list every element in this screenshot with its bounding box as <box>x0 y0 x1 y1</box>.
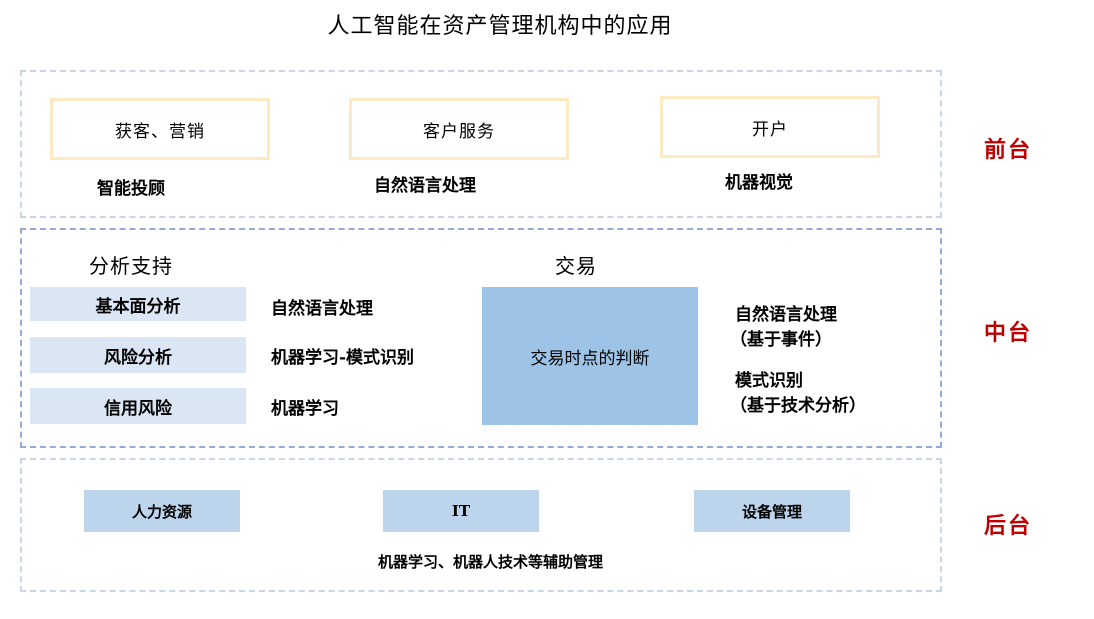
front-tech-machine-vision: 机器视觉 <box>725 173 793 193</box>
back-tier-panel <box>20 458 942 592</box>
trade-tech-nlp: 自然语言处理 <box>735 305 837 325</box>
front-tech-robo-advisor: 智能投顾 <box>97 179 165 199</box>
trade-heading: 交易 <box>555 254 597 278</box>
back-box-it: IT <box>383 490 539 532</box>
diagram-title: 人工智能在资产管理机构中的应用 <box>327 14 673 39</box>
front-tech-nlp: 自然语言处理 <box>374 176 476 196</box>
analysis-support-heading: 分析支持 <box>89 254 173 278</box>
front-tier-panel <box>20 70 942 218</box>
back-box-hr: 人力资源 <box>84 490 240 532</box>
back-box-equipment: 设备管理 <box>694 490 850 532</box>
analysis-item-risk: 风险分析 <box>30 337 246 373</box>
tier-label-middle: 中台 <box>984 320 1033 346</box>
trade-tech-nlp-note: （基于事件） <box>730 330 832 350</box>
middle-tier-panel <box>20 228 942 448</box>
back-note: 机器学习、机器人技术等辅助管理 <box>378 553 604 571</box>
trade-tech-pattern: 模式识别 <box>735 371 803 391</box>
front-box-account-opening: 开户 <box>660 96 880 158</box>
trade-tech-pattern-note: （基于技术分析） <box>730 396 866 416</box>
analysis-tech-nlp: 自然语言处理 <box>271 299 373 319</box>
tier-label-front: 前台 <box>984 137 1033 163</box>
front-box-customer-service: 客户服务 <box>349 98 569 160</box>
analysis-item-credit-risk: 信用风险 <box>30 388 246 424</box>
tier-label-back: 后台 <box>984 513 1033 539</box>
analysis-tech-ml-pattern: 机器学习-模式识别 <box>271 348 415 368</box>
analysis-item-fundamental: 基本面分析 <box>30 287 246 321</box>
trade-timing-box: 交易时点的判断 <box>482 287 698 425</box>
analysis-tech-ml: 机器学习 <box>271 399 339 419</box>
front-box-marketing: 获客、营销 <box>50 98 270 160</box>
